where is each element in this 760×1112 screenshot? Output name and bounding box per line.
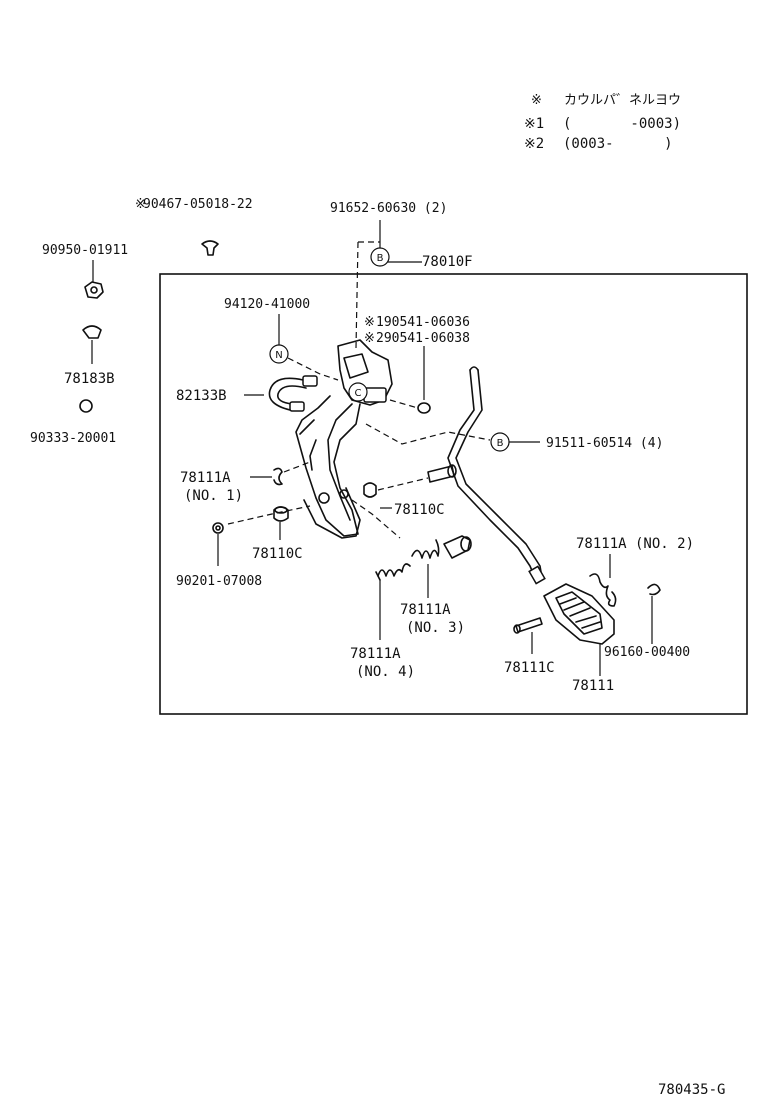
notes-legend: ※ カウルパ゛ネルヨウ ※1 ( -0003) ※2 (0003- ) [524,93,681,152]
dash-78111A-no1 [283,461,311,473]
dash-94120 [287,357,339,381]
callout-78110C-left: 78110C [252,546,303,562]
bubble-c [348,382,368,402]
pedal-bracket-assembly [295,339,393,539]
callout-91511: 91511-60514 (4) [546,436,663,451]
collar-icon [443,535,472,559]
callout-90541-mark2: ※ [364,331,375,346]
note-mark2-text: (0003- ) [563,136,673,152]
note-mark1: ※1 [524,116,544,132]
pin-78111C-icon [513,617,543,634]
callout-90541-2: 290541-06038 [376,331,470,346]
callout-78111A-no1-sub: (NO. 1) [184,488,243,504]
spring-78111A-no4-icon [375,563,411,581]
note-mark-text: カウルパ゛ネルヨウ [564,93,681,108]
callout-90541-mark1: ※ [364,315,375,330]
nut-90950-icon [84,281,104,299]
dash-91511 [365,423,491,445]
wire-harness-82133B-icon [268,375,318,412]
callout-94120: 94120-41000 [224,297,310,312]
washer-90201-icon [212,522,224,534]
dash-91652 [355,241,380,349]
callout-78111C: 78111C [504,660,555,676]
bubble-b-top [370,247,390,267]
note-mark: ※ [531,93,542,108]
clip-90467-icon [201,240,219,256]
note-mark1-text: ( -0003) [563,116,681,132]
bushing-78110C-left-icon [273,506,289,522]
bubble-b-right-label: B [497,438,504,449]
callout-78111A-no4: 78111A [350,646,401,662]
callout-90467-mark: ※ [135,197,146,212]
bubble-b-top-label: B [377,253,384,264]
callout-78010F: 78010F [422,254,473,270]
callout-78111A-no2: 78111A (NO. 2) [576,536,694,552]
grommet-90333-icon [79,399,93,413]
callout-78111A-no1: 78111A [180,470,231,486]
callout-78111A-no4-sub: (NO. 4) [356,664,415,680]
callout-82133B: 82133B [176,388,227,404]
bubble-n-label: N [275,350,282,361]
callout-78110C-right: 78110C [394,502,445,518]
bushing-78110C-right-icon [363,482,377,498]
callout-90333: 90333-20001 [30,431,116,446]
bubble-c-label: C [355,388,362,399]
callout-96160: 96160-00400 [604,645,690,660]
diagram-code: 780435-G [658,1082,725,1098]
bolt-90541-icon [417,402,431,414]
pedal-lever-78111-icon [447,366,546,585]
stopper-78183B-icon [82,325,102,339]
callout-78111A-no3: 78111A [400,602,451,618]
clip-96160-icon [647,583,661,596]
dash-78110C-left [227,505,311,525]
bubble-n [269,344,289,364]
callout-90467: 90467-05018-22 [143,197,253,212]
spring-78111A-no1-icon [273,467,283,486]
callout-90201: 90201-07008 [176,574,262,589]
spring-78111A-no3-icon [411,539,440,559]
callout-90541-1: 190541-06036 [376,315,470,330]
pivot-pin-icon [427,464,457,483]
callout-90950: 90950-01911 [42,243,128,258]
dash-pin [377,477,429,491]
dash-78110C-right [351,499,401,539]
assembly-frame [159,273,748,715]
callout-78111: 78111 [572,678,614,694]
pedal-pad-78111-icon [543,583,615,645]
callout-91652: 91652-60630 (2) [330,201,447,216]
spring-78111A-no2-icon [589,573,617,607]
callout-78183B: 78183B [64,371,115,387]
dash-90541 [389,399,419,409]
note-mark2: ※2 [524,136,544,152]
callout-78111A-no3-sub: (NO. 3) [406,620,465,636]
